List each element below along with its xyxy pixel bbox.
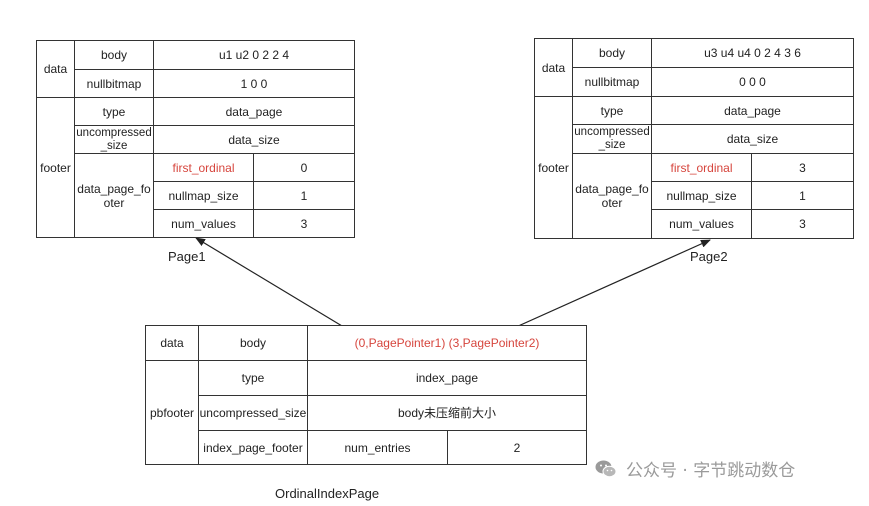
page2-uncompressed-label: uncompressed_size [572, 124, 652, 154]
page2-first-ordinal-label: first_ordinal [651, 153, 752, 182]
page2-data-label: data [534, 38, 573, 97]
index-type-value: index_page [307, 360, 587, 396]
watermark: 公众号 · 字节跳动数仓 [594, 456, 795, 481]
page2-nullbitmap-label: nullbitmap [572, 67, 652, 97]
page2-footer-label: footer [534, 96, 573, 239]
page1-nullmap-size-value: 1 [253, 181, 355, 210]
page1-type-value: data_page [153, 97, 355, 126]
index-num-entries-label: num_entries [307, 430, 448, 465]
page1-nullbitmap-value: 1 0 0 [153, 69, 355, 98]
page1-uncompressed-label: uncompressed_size [74, 125, 154, 154]
page1-nullbitmap-label: nullbitmap [74, 69, 154, 98]
page1-num-values-label: num_values [153, 209, 254, 238]
index-uncompressed-label: uncompressed_size [198, 395, 308, 431]
page2-body-label: body [572, 38, 652, 68]
page2-type-value: data_page [651, 96, 854, 125]
wechat-icon [595, 460, 617, 477]
page2-first-ordinal-value: 3 [751, 153, 854, 182]
page1-num-values-value: 3 [253, 209, 355, 238]
page2-type-label: type [572, 96, 652, 125]
page2-nullbitmap-value: 0 0 0 [651, 67, 854, 97]
page2-num-values-value: 3 [751, 209, 854, 239]
arrow-to-page2 [504, 239, 711, 333]
page2-uncompressed-value: data_size [651, 124, 854, 154]
index-body-value: (0,PagePointer1) (3,PagePointer2) [307, 325, 587, 361]
page1-first-ordinal-label: first_ordinal [153, 153, 254, 182]
page2-caption: Page2 [690, 249, 728, 264]
index-uncompressed-value: body未压缩前大小 [307, 395, 587, 431]
page1-caption: Page1 [168, 249, 206, 264]
page2-nullmap-size-value: 1 [751, 181, 854, 210]
page2-data-page-footer-label: data_page_footer [572, 153, 652, 239]
index-data-label: data [145, 325, 199, 361]
page1-nullmap-size-label: nullmap_size [153, 181, 254, 210]
page1-data-page-footer-label: data_page_footer [74, 153, 154, 238]
page1-data-label: data [36, 40, 75, 98]
index-num-entries-value: 2 [447, 430, 587, 465]
index-page-footer-label: index_page_footer [198, 430, 308, 465]
page1-first-ordinal-value: 0 [253, 153, 355, 182]
page1-body-label: body [74, 40, 154, 70]
page2-nullmap-size-label: nullmap_size [651, 181, 752, 210]
page1-footer-label: footer [36, 97, 75, 238]
page2-body-value: u3 u4 u4 0 2 4 3 6 [651, 38, 854, 68]
watermark-text: 公众号 · 字节跳动数仓 [626, 461, 796, 481]
arrow-to-page1 [195, 237, 353, 333]
index-pbfooter-label: pbfooter [145, 360, 199, 465]
page1-type-label: type [74, 97, 154, 126]
index-body-label: body [198, 325, 308, 361]
index-type-label: type [198, 360, 308, 396]
page1-body-value: u1 u2 0 2 2 4 [153, 40, 355, 70]
page2-num-values-label: num_values [651, 209, 752, 239]
page1-uncompressed-value: data_size [153, 125, 355, 154]
index-page-caption: OrdinalIndexPage [275, 486, 380, 501]
